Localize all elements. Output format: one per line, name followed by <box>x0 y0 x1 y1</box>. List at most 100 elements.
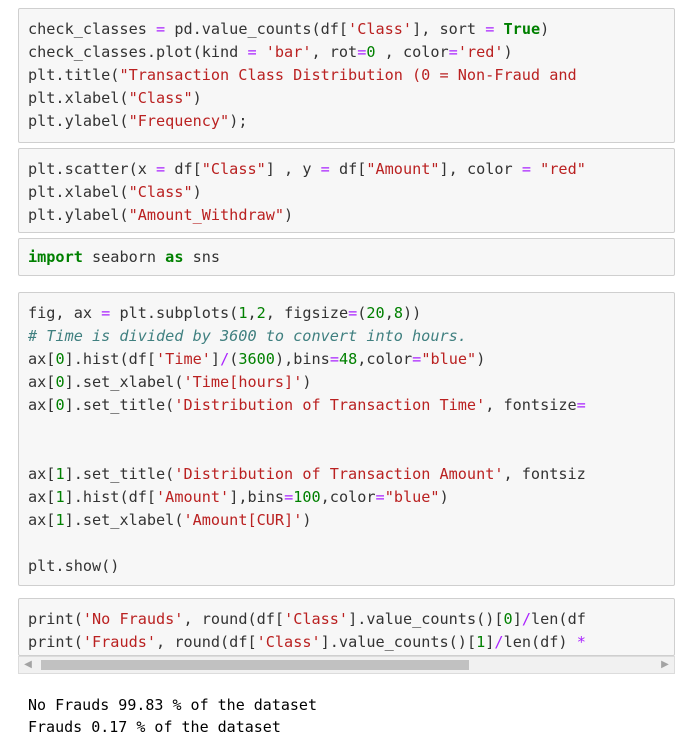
code-token: / <box>521 610 531 628</box>
code-editor[interactable]: import seaborn as sns <box>28 246 220 269</box>
code-line: fig, ax = plt.subplots(1,2, figsize=(20,… <box>28 302 586 325</box>
code-token: = <box>101 304 111 322</box>
code-token: 48 <box>338 350 358 368</box>
code-token: = <box>156 160 166 178</box>
code-token: "blue" <box>421 350 477 368</box>
code-token: check_classes.plot(kind <box>28 43 248 61</box>
code-token: = <box>357 43 367 61</box>
code-token: , round(df[ <box>156 633 257 651</box>
code-token: "Class" <box>201 160 266 178</box>
code-token: = <box>284 488 294 506</box>
code-token: ].hist(df[ <box>64 350 157 368</box>
code-token: ( <box>357 304 367 322</box>
code-token <box>257 43 266 61</box>
code-cell-histograms[interactable]: fig, ax = plt.subplots(1,2, figsize=(20,… <box>18 292 675 586</box>
code-line: plt.xlabel("Class") <box>28 87 577 110</box>
code-token: , color <box>375 43 449 61</box>
code-editor[interactable]: check_classes = pd.value_counts(df['Clas… <box>28 18 577 133</box>
code-token: len(df) <box>503 633 577 651</box>
code-cell-class-distribution[interactable]: check_classes = pd.value_counts(df['Clas… <box>18 8 675 143</box>
code-token: 100 <box>293 488 321 506</box>
code-token: / <box>220 350 230 368</box>
code-cell-scatter[interactable]: plt.scatter(x = df["Class"] , y = df["Am… <box>18 148 675 233</box>
code-token: 'Time' <box>156 350 211 368</box>
code-token: 'Distribution of Transaction Time' <box>174 396 486 414</box>
code-token: "blue" <box>384 488 440 506</box>
code-token: as <box>165 248 184 266</box>
code-line: plt.xlabel("Class") <box>28 181 586 204</box>
code-token: check_classes <box>28 20 157 38</box>
horizontal-scrollbar[interactable]: ◀ ▶ <box>18 656 675 674</box>
code-token: ) <box>302 511 312 529</box>
code-line: ax[0].hist(df['Time']/(3600),bins=48,col… <box>28 348 586 371</box>
code-token: "Amount" <box>366 160 440 178</box>
code-line: plt.scatter(x = df["Class"] , y = df["Am… <box>28 158 586 181</box>
code-token: , <box>247 304 257 322</box>
code-token: = <box>247 43 257 61</box>
code-line: ax[0].set_title('Distribution of Transac… <box>28 394 586 417</box>
code-token <box>531 160 540 178</box>
scrollbar-thumb[interactable] <box>41 660 469 670</box>
code-line <box>28 532 586 555</box>
code-line: plt.ylabel("Amount_Withdraw") <box>28 204 586 227</box>
code-token: 0 <box>366 43 376 61</box>
code-line: ax[1].set_xlabel('Amount[CUR]') <box>28 509 586 532</box>
code-line: # Time is divided by 3600 to convert int… <box>28 325 586 348</box>
code-token: , rot <box>311 43 358 61</box>
code-line: ax[1].hist(df['Amount'],bins=100,color="… <box>28 486 586 509</box>
code-token: 'Class' <box>256 633 321 651</box>
code-token <box>494 20 503 38</box>
code-editor[interactable]: print('No Frauds', round(df['Class'].val… <box>28 608 586 654</box>
code-token: ].set_xlabel( <box>64 511 184 529</box>
code-token: plt.scatter(x <box>28 160 157 178</box>
code-line: check_classes.plot(kind = 'bar', rot=0 ,… <box>28 41 577 64</box>
code-token: "Amount_Withdraw" <box>128 206 285 224</box>
code-token: df[ <box>165 160 202 178</box>
code-token: 'Class' <box>348 20 413 38</box>
code-token: = <box>485 20 495 38</box>
code-token: , round(df[ <box>183 610 285 628</box>
code-token: ,color <box>320 488 376 506</box>
code-token: ], sort <box>412 20 486 38</box>
code-token: 'Frauds' <box>82 633 157 651</box>
code-token: ax[ <box>28 465 56 483</box>
code-token: ),bins <box>274 350 330 368</box>
code-token: print( <box>28 610 83 628</box>
code-token: seaborn <box>82 248 166 266</box>
code-token: = <box>320 160 330 178</box>
scroll-left-icon[interactable]: ◀ <box>24 659 32 670</box>
code-token: 'Distribution of Transaction Amount' <box>174 465 504 483</box>
code-token: len(df <box>531 610 586 628</box>
scroll-right-icon[interactable]: ▶ <box>661 659 669 670</box>
code-token: = <box>156 20 166 38</box>
code-line: ax[0].set_xlabel('Time[hours]') <box>28 371 586 394</box>
code-token: ax[ <box>28 488 56 506</box>
code-token: ] <box>485 633 495 651</box>
code-token: "Class" <box>128 183 193 201</box>
code-token: ] <box>512 610 522 628</box>
code-token: True <box>503 20 541 38</box>
code-token: plt.ylabel( <box>28 112 129 130</box>
code-token: plt.xlabel( <box>28 183 129 201</box>
code-token: "Transaction Class Distribution (0 = Non… <box>119 66 577 84</box>
code-line: ax[1].set_title('Distribution of Transac… <box>28 463 586 486</box>
code-token: , fontsize <box>485 396 577 414</box>
code-token: 3600 <box>238 350 275 368</box>
code-editor[interactable]: fig, ax = plt.subplots(1,2, figsize=(20,… <box>28 302 586 578</box>
code-line: plt.show() <box>28 555 586 578</box>
code-token: ) <box>192 89 202 107</box>
code-cell-fraud-ratio[interactable]: print('No Frauds', round(df['Class'].val… <box>18 598 675 656</box>
code-token: ax[ <box>28 350 56 368</box>
code-token: plt.xlabel( <box>28 89 129 107</box>
code-editor[interactable]: plt.scatter(x = df["Class"] , y = df["Am… <box>28 158 586 227</box>
code-token: 0 <box>55 396 65 414</box>
output-line: No Frauds 99.83 % of the dataset <box>28 696 317 714</box>
code-cell-import-seaborn[interactable]: import seaborn as sns <box>18 238 675 276</box>
code-token: = <box>521 160 531 178</box>
code-token: 20 <box>366 304 385 322</box>
code-token: ) <box>439 488 449 506</box>
code-line: plt.title("Transaction Class Distributio… <box>28 64 577 87</box>
code-token: ,color <box>357 350 413 368</box>
code-token: plt.subplots( <box>110 304 239 322</box>
code-token: 'No Frauds' <box>82 610 184 628</box>
